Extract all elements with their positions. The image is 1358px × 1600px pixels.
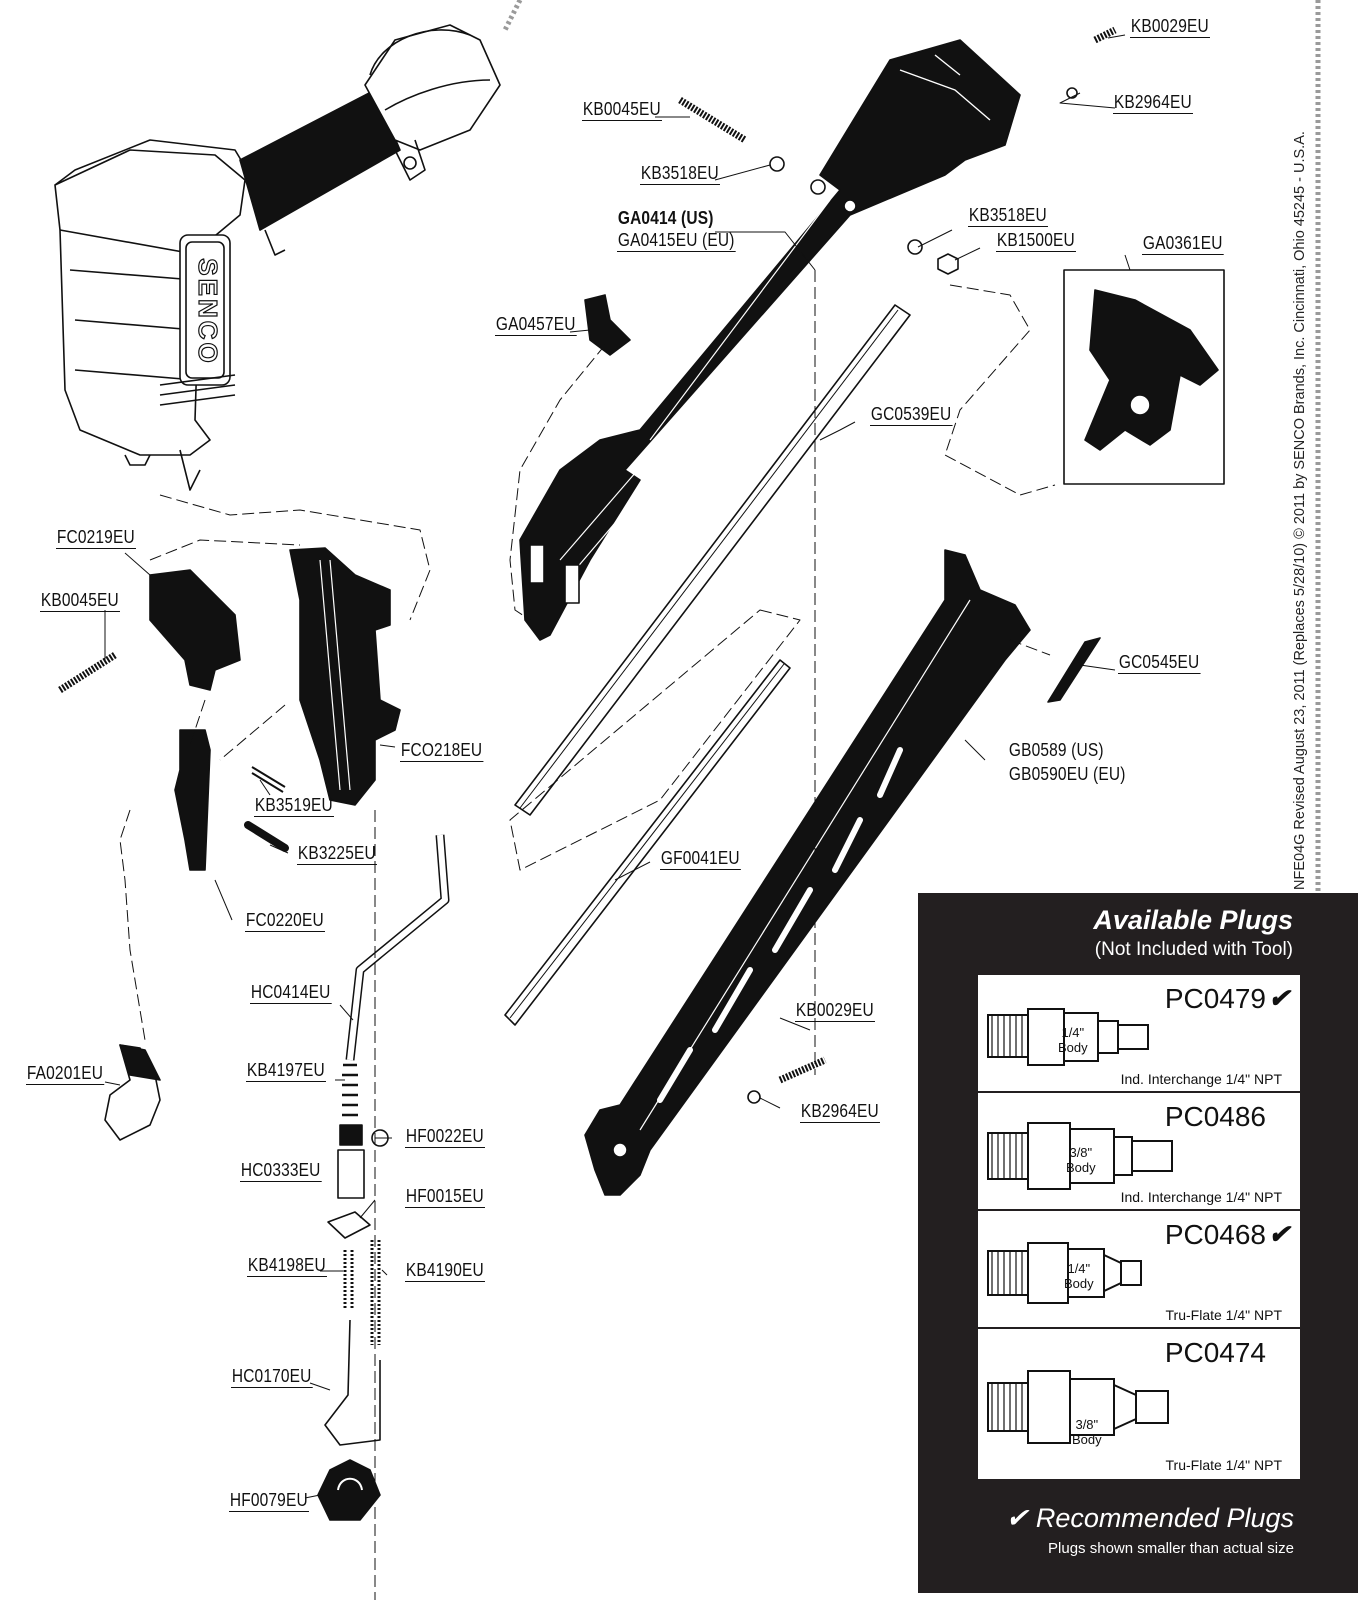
senco-logo-text: SENCO [193,258,223,365]
plug-card-pc0468: PC0468 ✔ 1/4"Body Tru-Flate 1/4" NPT [976,1209,1302,1331]
label-hc0333: HC0333EU [240,1160,322,1182]
plug-description: Tru-Flate 1/4" NPT [1165,1307,1282,1323]
plug-description: Ind. Interchange 1/4" NPT [1120,1071,1282,1087]
plug-code: PC0468 [1164,1219,1266,1250]
label-gc0539: GC0539EU [870,404,953,426]
label-fa0201: FA0201EU [26,1063,104,1085]
plug-drawing [987,1008,1149,1066]
label-hc0170: HC0170EU [231,1366,313,1388]
label-kb0029-bottom: KB0029EU [795,1000,875,1022]
plugs-title: Available Plugs [1093,905,1293,935]
label-kb3519: KB3519EU [254,795,334,817]
plug-code: PC0474 [1164,1337,1266,1368]
label-hf0022: HF0022EU [405,1126,485,1148]
magazine-bottom-drawing [584,549,1031,1196]
plug-card-pc0474: PC0474 3/8"Body Tru-Flate 1/4" NPT [976,1327,1302,1481]
plug-card-pc0479: PC0479 ✔ 1/4"Body Ind. Interchange 1/4" … [976,973,1302,1095]
plug-code: PC0486 [1164,1101,1266,1132]
plug-description: Ind. Interchange 1/4" NPT [1120,1189,1282,1205]
label-kb2964-top: KB2964EU [1113,92,1193,114]
plugs-subtitle: (Not Included with Tool) [1094,939,1293,960]
label-kb1500: KB1500EU [996,230,1076,252]
rail-gf0041-drawing [504,659,791,1026]
hc0414-tube-drawing [345,834,450,1061]
label-gc0545: GC0545EU [1118,652,1201,674]
label-kb3225: KB3225EU [297,843,377,865]
hc0170-tube-drawing [324,1319,381,1446]
plug-body-size: 3/8"Body [1072,1417,1102,1447]
label-kb4190: KB4190EU [405,1260,485,1282]
label-gf0041: GF0041EU [660,848,741,870]
magazine-top-drawing [519,39,1021,641]
label-hf0079: HF0079EU [229,1490,309,1512]
label-kb0045-left: KB0045EU [40,590,120,612]
label-ga0415-eu: GA0415EU (EU) [617,230,736,252]
label-gb0590-eu: GB0590EU (EU) [1008,764,1126,784]
tool-body-drawing [54,24,501,491]
label-kb0029-top: KB0029EU [1130,16,1210,38]
rail-gc0539-drawing [514,304,911,816]
plug-card-pc0486: PC0486 3/8"Body Ind. Interchange 1/4" NP… [976,1091,1302,1213]
label-ga0361: GA0361EU [1142,233,1224,255]
label-gb0589-us: GB0589 (US) [1008,740,1104,760]
plug-body-size: 3/8"Body [1066,1145,1096,1175]
label-ga0457: GA0457EU [495,314,577,336]
recommended-check-icon: ✔ [1268,983,1290,1013]
plug-body-size: 1/4"Body [1064,1261,1094,1291]
label-fc0218: FCO218EU [400,740,484,762]
copyright-notice: NFE04G Revised August 23, 2011 (Replaces… [1292,131,1308,890]
label-kb2964-bottom: KB2964EU [800,1101,880,1123]
plug-description: Tru-Flate 1/4" NPT [1165,1457,1282,1473]
label-kb0045-top: KB0045EU [582,99,662,121]
fc0218-drawing [289,547,401,806]
label-fc0220: FC0220EU [245,910,325,932]
label-kb3518-a: KB3518EU [640,163,720,185]
recommended-plugs-legend: ✔ Recommended Plugs [1005,1503,1294,1533]
fc0220-drawing [174,729,211,871]
label-kb3518-b: KB3518EU [968,205,1048,227]
label-hf0015: HF0015EU [405,1186,485,1208]
label-hc0414: HC0414EU [250,982,332,1004]
plugs-footnote: Plugs shown smaller than actual size [1048,1540,1294,1557]
label-kb4197: KB4197EU [246,1060,326,1082]
senco-logo: SENCO [192,258,223,367]
plug-drawing [987,1122,1173,1190]
plug-code: PC0479 [1164,983,1266,1014]
label-ga0414-us: GA0414 (US) [617,208,714,228]
plug-drawing [987,1242,1142,1304]
recommended-check-icon: ✔ [1268,1219,1290,1249]
hf0079-clip-drawing [317,1459,381,1521]
plug-drawing [987,1370,1169,1444]
label-kb4198: KB4198EU [247,1255,327,1277]
fc0219-drawing [149,569,241,691]
available-plugs-panel: Available Plugs (Not Included with Tool)… [918,893,1358,1593]
label-fc0219: FC0219EU [56,527,136,549]
plug-body-size: 1/4"Body [1058,1025,1088,1055]
